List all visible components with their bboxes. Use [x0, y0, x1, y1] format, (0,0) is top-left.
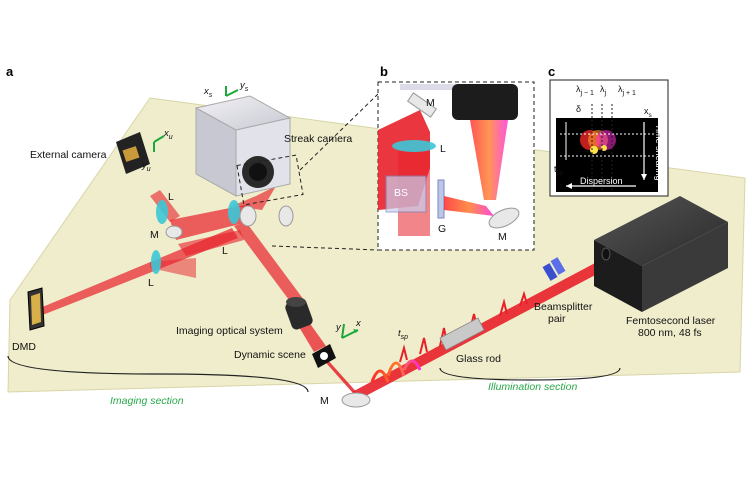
external-camera	[116, 132, 150, 174]
dispersion-label: Dispersion	[580, 176, 623, 186]
imaging-optical-system	[285, 297, 313, 330]
streak-camera	[194, 95, 292, 197]
laser-spec-label: 800 nm, 48 fs	[638, 327, 702, 339]
panel-c-label: c	[548, 64, 555, 79]
delta-label: δ	[576, 104, 581, 114]
illumination-section-label: Illumination section	[488, 381, 577, 393]
streak-y-axis-label: ys	[239, 80, 249, 93]
time-shearing-label: Time shearing	[654, 124, 664, 181]
external-x-axis-label: xu	[163, 128, 173, 141]
lambda-jp1-label: λj + 1	[618, 84, 636, 97]
illumination-section-bracket	[439, 367, 621, 381]
panel-b-label: b	[380, 64, 388, 79]
beamsplitter-pair	[542, 257, 566, 281]
mirror-label-bottom: M	[320, 395, 329, 407]
lambda-jm1-label: λj − 1	[576, 84, 594, 97]
inset-b	[377, 81, 535, 251]
lambda-j-label: λj	[600, 84, 607, 97]
zoom-box	[236, 154, 304, 206]
scene-x-axis-label: x	[355, 318, 362, 329]
lens-label-external: L	[168, 191, 174, 203]
lens-label-camera: L	[222, 245, 228, 257]
mirror-label-inset-b-top: M	[426, 97, 435, 109]
external-camera-label: External camera	[30, 149, 107, 161]
relay-optics	[151, 200, 294, 274]
imaging-section-bracket	[7, 355, 309, 393]
scene-y-axis-label: y	[335, 322, 342, 333]
x-axis-arrow-icon	[353, 329, 358, 333]
imaging-optical-system-label: Imaging optical system	[176, 325, 283, 337]
femtosecond-laser-label: Femtosecond laser	[626, 315, 716, 327]
external-y-axis-label: yu	[141, 160, 151, 173]
inset-c-ys-label: ys	[652, 126, 661, 139]
pair-label: pair	[548, 313, 566, 325]
axis-glyphs	[153, 86, 359, 339]
pulse-spacing-label: tsp	[398, 328, 408, 341]
streak-x-axis-label: xs	[203, 86, 213, 99]
dynamic-scene	[312, 344, 336, 368]
lens-label-dmd: L	[148, 277, 154, 289]
bottom-mirror	[341, 392, 371, 408]
streak-camera-label: Streak camera	[284, 133, 352, 145]
femtosecond-laser	[594, 196, 728, 312]
mirror-label-external: M	[150, 229, 159, 241]
grating-label-inset-b: G	[438, 223, 446, 235]
panel-a-label: a	[6, 64, 14, 79]
inset-c-xs-label: xs	[644, 106, 653, 119]
glass-rod-label: Glass rod	[456, 353, 501, 365]
beamsplitter-label: Beamsplitter	[534, 301, 593, 313]
glass-rod	[439, 317, 485, 351]
imaging-section-label: Imaging section	[110, 395, 184, 407]
beamsplitter-label-inset-b: BS	[394, 187, 408, 199]
zoom-connector-bottom	[271, 245, 379, 251]
dynamic-scene-label: Dynamic scene	[234, 349, 306, 361]
dmd	[27, 287, 45, 331]
inset-c-tsp-label: tsp	[554, 164, 564, 177]
inset-c	[549, 79, 669, 197]
dmd-label: DMD	[12, 341, 36, 353]
streak-spectrum	[580, 130, 616, 154]
lens-label-inset-b: L	[440, 143, 446, 155]
mirror-label-inset-b-bottom: M	[498, 231, 507, 243]
